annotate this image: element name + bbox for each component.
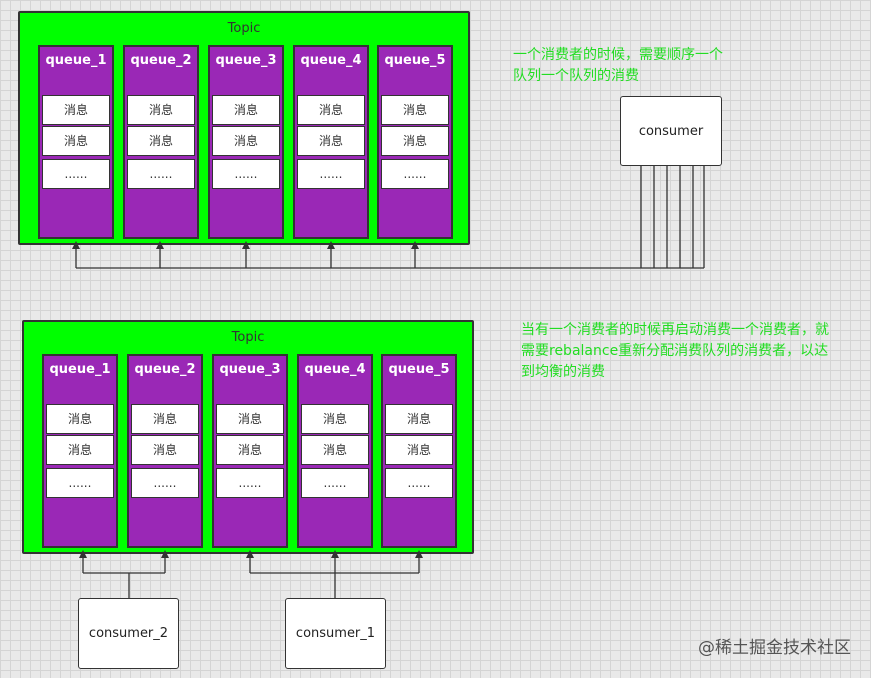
queue-box: queue_3 消息 消息 ...... (208, 45, 284, 239)
message-cell: 消息 (46, 435, 114, 465)
message-cell: 消息 (212, 126, 280, 156)
message-cell: 消息 (127, 95, 195, 125)
queue-title: queue_5 (384, 53, 446, 68)
message-cell: 消息 (46, 404, 114, 434)
message-cell: ...... (131, 468, 199, 498)
message-cell: 消息 (381, 126, 449, 156)
message-cell: 消息 (297, 126, 365, 156)
message-cell: 消息 (127, 126, 195, 156)
queue-title: queue_4 (304, 362, 366, 377)
queue-box: queue_3 消息 消息 ...... (212, 354, 288, 548)
topic-2-label: Topic (231, 330, 265, 345)
message-cell: 消息 (216, 404, 284, 434)
queue-box: queue_1 消息 消息 ...... (38, 45, 114, 239)
message-cell: ...... (297, 159, 365, 189)
annotation-note-2: 当有一个消费者的时候再启动消费一个消费者，就需要rebalance重新分配消费队… (521, 322, 829, 380)
message-cell: 消息 (385, 404, 453, 434)
queue-box: queue_2 消息 消息 ...... (127, 354, 203, 548)
connector-line (83, 572, 165, 598)
consumer-node: consumer (620, 96, 722, 166)
message-cell: ...... (216, 468, 284, 498)
queue-title: queue_3 (219, 362, 281, 377)
queue-box: queue_4 消息 消息 ...... (297, 354, 373, 548)
message-cell: 消息 (301, 404, 369, 434)
watermark: @稀土掘金技术社区 (698, 638, 851, 658)
consumer-node: consumer_1 (285, 598, 386, 669)
queue-box: queue_1 消息 消息 ...... (42, 354, 118, 548)
queue-box: queue_2 消息 消息 ...... (123, 45, 199, 239)
connector-line (640, 166, 705, 268)
queue-title: queue_2 (134, 362, 196, 377)
topic-1: Topic queue_1 消息 消息 ...... queue_2 消息 消息… (18, 11, 470, 245)
message-cell: 消息 (42, 95, 110, 125)
message-cell: ...... (301, 468, 369, 498)
message-cell: ...... (127, 159, 195, 189)
message-cell: ...... (42, 159, 110, 189)
topic-1-label: Topic (227, 21, 261, 36)
queue-box: queue_5 消息 消息 ...... (381, 354, 457, 548)
queue-title: queue_2 (130, 53, 192, 68)
topic-2: Topic queue_1 消息 消息 ...... queue_2 消息 消息… (22, 320, 474, 554)
queue-title: queue_4 (300, 53, 362, 68)
queue-title: queue_5 (388, 362, 450, 377)
annotation-note-1: 一个消费者的时候，需要顺序一个队列一个队列的消费 (513, 47, 723, 84)
message-cell: ...... (212, 159, 280, 189)
queue-title: queue_1 (45, 53, 107, 68)
consumer-node: consumer_2 (78, 598, 179, 669)
connector-line (250, 572, 419, 598)
message-cell: 消息 (385, 435, 453, 465)
message-cell: 消息 (42, 126, 110, 156)
message-cell: ...... (385, 468, 453, 498)
message-cell: 消息 (212, 95, 280, 125)
message-cell: 消息 (381, 95, 449, 125)
queue-title: queue_3 (215, 53, 277, 68)
message-cell: 消息 (301, 435, 369, 465)
queue-title: queue_1 (49, 362, 111, 377)
queue-box: queue_5 消息 消息 ...... (377, 45, 453, 239)
message-cell: 消息 (131, 404, 199, 434)
message-cell: ...... (381, 159, 449, 189)
message-cell: 消息 (216, 435, 284, 465)
message-cell: ...... (46, 468, 114, 498)
message-cell: 消息 (131, 435, 199, 465)
queue-box: queue_4 消息 消息 ...... (293, 45, 369, 239)
message-cell: 消息 (297, 95, 365, 125)
